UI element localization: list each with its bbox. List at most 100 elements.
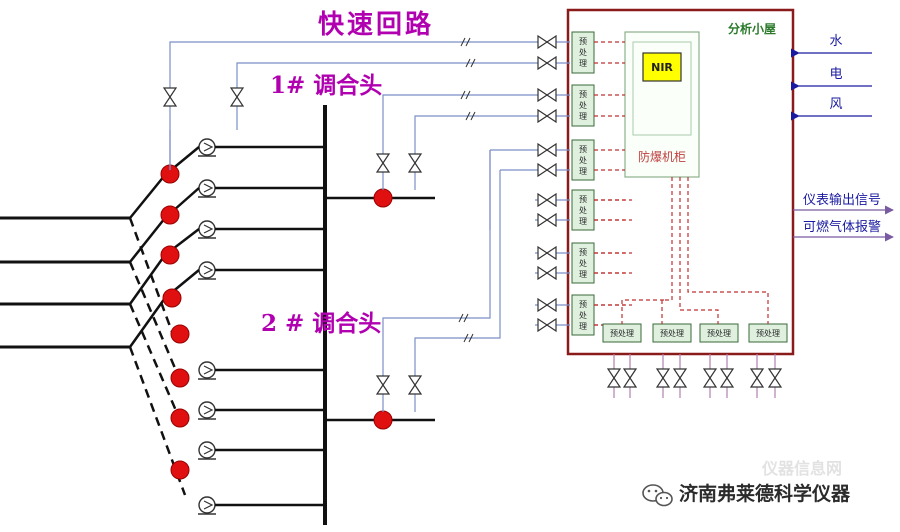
svg-text:预: 预 xyxy=(579,36,587,46)
svg-text:预处理: 预处理 xyxy=(707,328,731,338)
sample-point-icon xyxy=(160,245,180,265)
pipe-break-mark xyxy=(465,58,476,68)
valve-icon xyxy=(672,368,688,388)
svg-text:理: 理 xyxy=(579,270,587,279)
mixing-head-2-label: 2 # 调合头 xyxy=(261,310,381,337)
valve-icon xyxy=(537,245,557,261)
pretreatment-unit: 预处理 xyxy=(571,189,595,231)
sample-point-icon xyxy=(373,188,393,208)
pump-icon xyxy=(198,496,216,515)
valve-icon xyxy=(719,368,735,388)
signal-line xyxy=(687,177,769,324)
svg-text:预: 预 xyxy=(579,194,587,204)
sample-point-icon xyxy=(160,205,180,225)
pipe-break-mark xyxy=(465,111,476,121)
valve-icon xyxy=(537,317,557,333)
valve-icon xyxy=(606,368,622,388)
pretreatment-unit: 预处理 xyxy=(571,139,595,181)
svg-text:预: 预 xyxy=(579,299,587,309)
mixing-head-1-line xyxy=(414,115,535,190)
valve-icon xyxy=(162,87,178,107)
svg-text:处: 处 xyxy=(579,310,587,320)
branch-line xyxy=(128,303,182,421)
valve-icon xyxy=(407,375,423,395)
svg-text:预: 预 xyxy=(579,144,587,154)
svg-text:处: 处 xyxy=(579,258,587,268)
svg-text:理: 理 xyxy=(579,59,587,68)
svg-text:预处理: 预处理 xyxy=(660,328,684,338)
analyzer-house-label: 分析小屋 xyxy=(728,21,776,36)
pretreatment-unit: 预处理 xyxy=(571,242,595,284)
svg-text:预: 预 xyxy=(579,247,587,257)
signal-line xyxy=(661,177,673,324)
pretreatment-unit: 预处理 xyxy=(571,31,595,74)
svg-text:理: 理 xyxy=(579,322,587,331)
valve-icon xyxy=(702,368,718,388)
valve-icon xyxy=(537,297,557,313)
signal-line xyxy=(621,299,664,324)
nir-label: NIR xyxy=(651,61,673,74)
mixing-head-1-line xyxy=(382,94,535,190)
svg-text:理: 理 xyxy=(579,112,587,121)
sample-point-icon xyxy=(170,324,190,344)
fast-loop-line xyxy=(236,62,535,130)
svg-text:处: 处 xyxy=(579,47,587,57)
valve-icon xyxy=(375,153,391,173)
valve-icon xyxy=(749,368,765,388)
branch-line xyxy=(128,346,187,496)
pump-icon xyxy=(198,261,216,280)
svg-text:处: 处 xyxy=(579,100,587,110)
valve-icon xyxy=(537,265,557,281)
pump-icon xyxy=(198,138,216,157)
svg-text:预处理: 预处理 xyxy=(610,328,634,338)
pretreatment-unit: 预处理 xyxy=(602,323,642,343)
pump-icon xyxy=(198,179,216,198)
output-gas-alarm-label: 可燃气体报警 xyxy=(803,219,881,235)
utility-power-label: 电 xyxy=(829,67,842,82)
valve-icon xyxy=(537,108,557,124)
svg-text:预: 预 xyxy=(579,89,587,99)
valve-icon xyxy=(407,153,423,173)
pipe-break-mark xyxy=(460,90,471,100)
explosion-proof-cabinet-label: 防爆机柜 xyxy=(638,149,686,164)
valve-icon xyxy=(537,142,557,158)
branch-line xyxy=(128,254,167,305)
pump-icon xyxy=(198,361,216,380)
utility-air-label: 风 xyxy=(829,97,842,112)
pipe-break-mark xyxy=(463,333,474,343)
sample-point-icon xyxy=(170,368,190,388)
cabinet-inner-panel xyxy=(632,41,692,136)
svg-text:理: 理 xyxy=(579,167,587,176)
mixing-head-2-line xyxy=(382,150,491,412)
output-instrument-signal-label: 仪表输出信号 xyxy=(803,192,881,208)
valve-icon xyxy=(537,34,557,50)
valve-icon xyxy=(537,55,557,71)
pretreatment-unit: 预处理 xyxy=(571,294,595,336)
pretreatment-unit: 预处理 xyxy=(748,323,788,343)
branch-line xyxy=(129,217,166,263)
valve-icon xyxy=(229,87,245,107)
mixing-head-2-line xyxy=(414,170,501,412)
utility-water-label: 水 xyxy=(829,34,842,49)
wechat-icon xyxy=(642,484,673,507)
sample-point-icon xyxy=(170,460,190,480)
pump-icon xyxy=(198,401,216,420)
sample-point-icon xyxy=(170,408,190,428)
pipe-break-mark xyxy=(460,37,471,47)
pipe-break-mark xyxy=(458,313,469,323)
fast-loop-label: 快速回路 xyxy=(318,9,434,40)
sample-point-icon xyxy=(162,288,182,308)
valve-icon xyxy=(375,375,391,395)
pretreatment-unit: 预处理 xyxy=(571,84,595,127)
sample-point-icon xyxy=(373,410,393,430)
pretreatment-unit: 预处理 xyxy=(652,323,692,343)
pretreatment-unit: 预处理 xyxy=(699,323,739,343)
valve-icon xyxy=(537,212,557,228)
svg-text:处: 处 xyxy=(579,155,587,165)
watermark-faint-text: 仪器信息网 xyxy=(761,459,842,478)
pump-icon xyxy=(198,441,216,460)
branch-line xyxy=(129,174,166,219)
valve-icon xyxy=(767,368,783,388)
mixing-head-1-label: 1# 调合头 xyxy=(270,72,382,99)
